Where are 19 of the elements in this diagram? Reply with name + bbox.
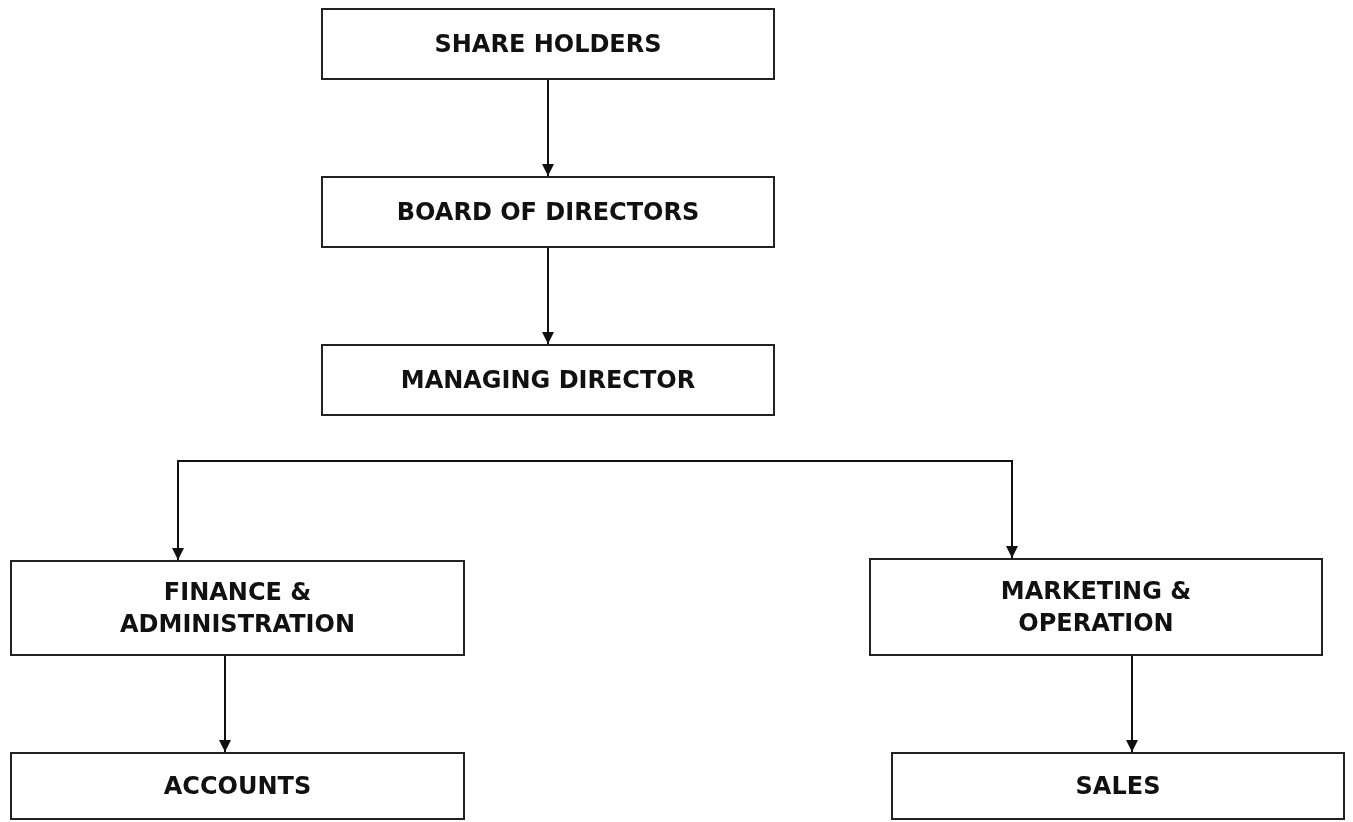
box-label: SALES	[1075, 770, 1161, 802]
arrow	[542, 247, 554, 345]
org-box	[10, 752, 465, 820]
org-box	[10, 560, 465, 656]
box-label: MARKETING & OPERATION	[999, 575, 1193, 639]
box-label: SHARE HOLDERS	[434, 28, 662, 60]
box-label: FINANCE & ADMINISTRATION	[119, 576, 356, 640]
arrow	[1126, 655, 1138, 753]
box-label: MANAGING DIRECTOR	[400, 364, 696, 396]
org-box	[321, 176, 775, 248]
org-box	[869, 558, 1323, 656]
arrow	[219, 655, 231, 753]
arrow	[172, 460, 1018, 561]
org-box	[321, 8, 775, 80]
arrow	[542, 79, 554, 177]
box-label: BOARD OF DIRECTORS	[396, 196, 700, 228]
box-label: ACCOUNTS	[163, 770, 312, 802]
org-box	[321, 344, 775, 416]
org-box	[891, 752, 1345, 820]
